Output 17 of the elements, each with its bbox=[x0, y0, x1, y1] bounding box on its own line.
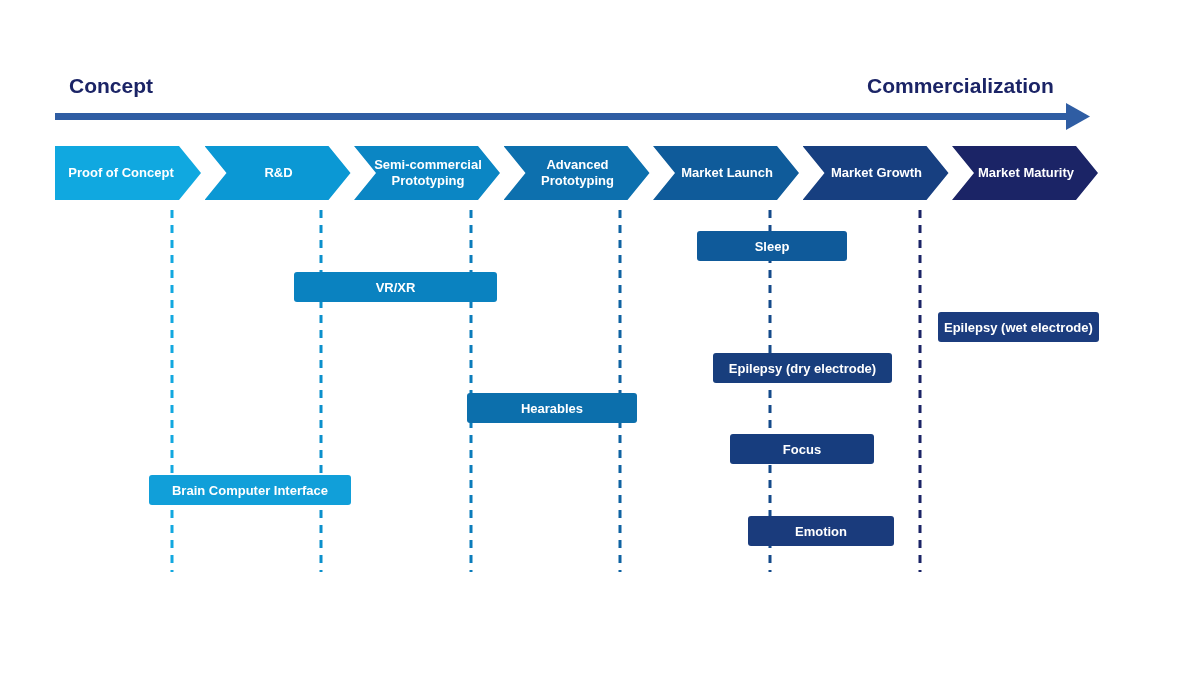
timeline-bar: Emotion bbox=[748, 516, 894, 546]
stage-banner: Market Growth bbox=[802, 146, 949, 200]
timeline-bar: Brain Computer Interface bbox=[149, 475, 351, 505]
stage-banner: Market Launch bbox=[653, 146, 799, 200]
stage-banner: R&D bbox=[204, 146, 351, 200]
timeline-bar: VR/XR bbox=[294, 272, 497, 302]
timeline-bar: Focus bbox=[730, 434, 874, 464]
axis-label: Commercialization bbox=[867, 74, 1054, 98]
axis-label: Concept bbox=[69, 74, 153, 98]
stage-banner: Proof of Concept bbox=[55, 146, 201, 200]
stage-banner: Market Maturity bbox=[952, 146, 1098, 200]
timeline-bar: Epilepsy (dry electrode) bbox=[713, 353, 892, 383]
timeline-bar: Epilepsy (wet electrode) bbox=[938, 312, 1099, 342]
stage-banner: Semi-commercial Prototyping bbox=[354, 146, 500, 200]
stage-banner: Advanced Prototyping bbox=[503, 146, 650, 200]
timeline-bar: Hearables bbox=[467, 393, 637, 423]
timeline-bar: Sleep bbox=[697, 231, 847, 261]
